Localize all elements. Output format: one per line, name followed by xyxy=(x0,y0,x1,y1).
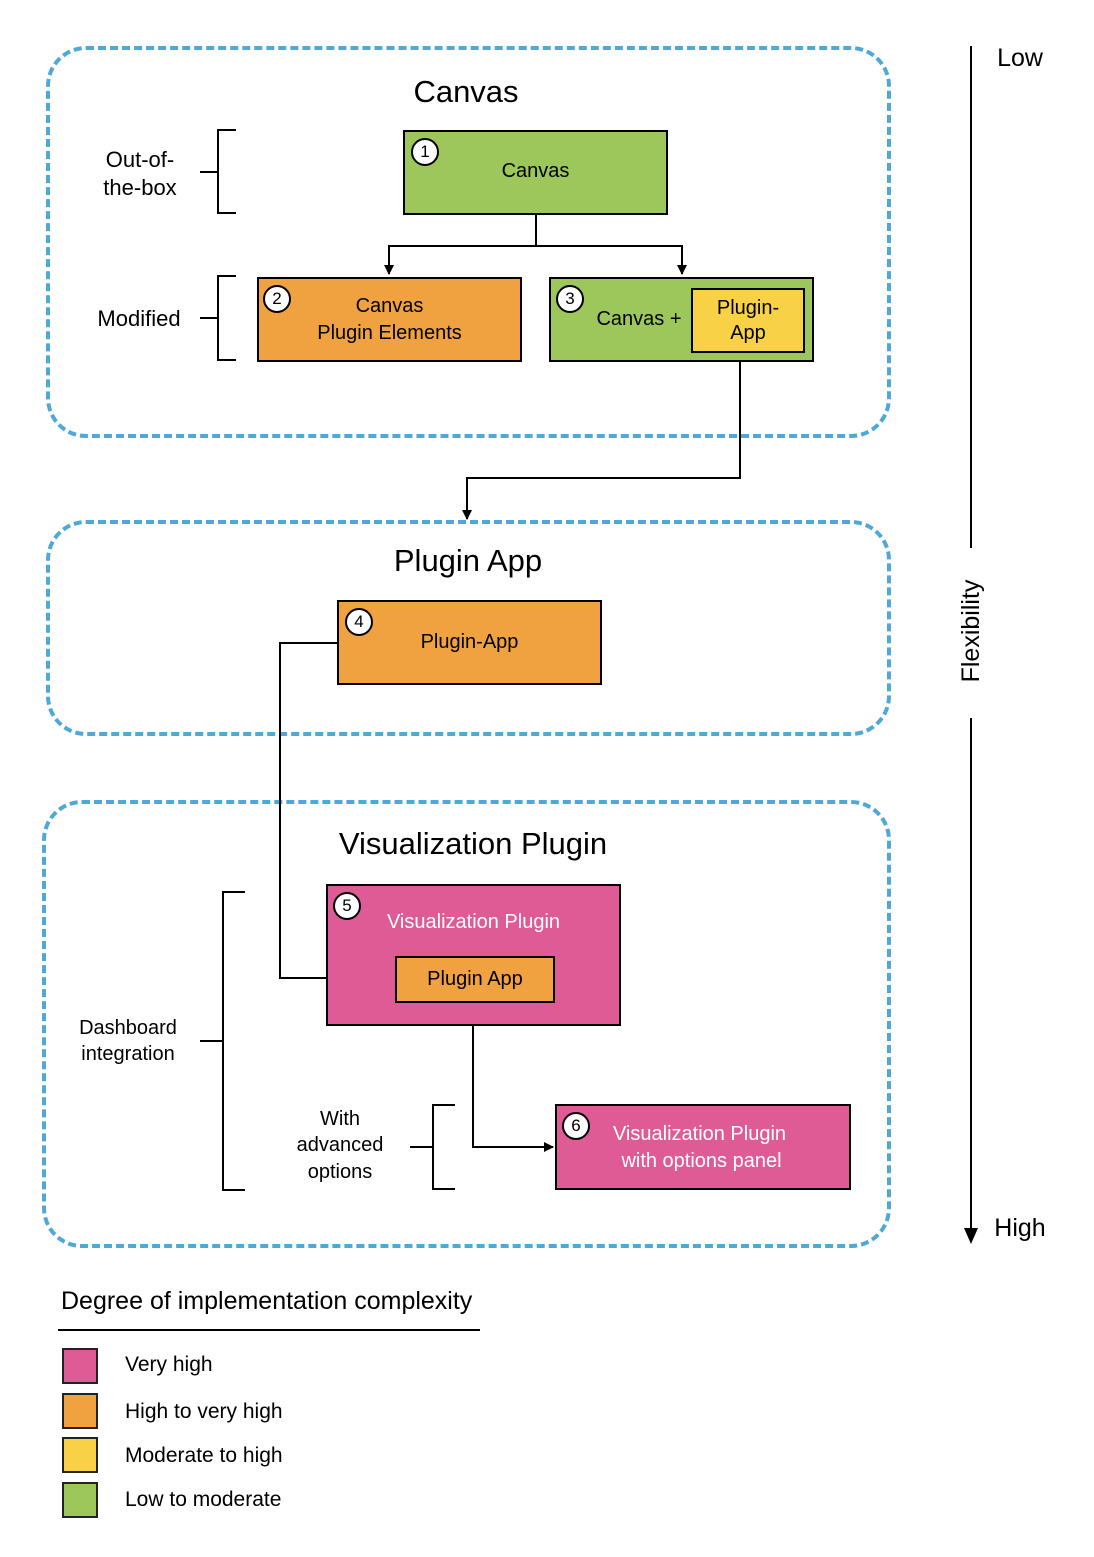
node-canvas-plugin-elements[interactable]: 2 Canvas Plugin Elements xyxy=(257,277,522,362)
legend-swatch-high-to-very-high xyxy=(62,1393,98,1429)
node-visualization-plugin-options-line1: Visualization Plugin xyxy=(612,1123,787,1145)
node-canvas-plugin-elements-line2: Plugin Elements xyxy=(317,322,462,344)
node-plugin-app[interactable]: 4 Plugin-App xyxy=(337,600,602,685)
axis-low-label: Low xyxy=(997,44,1043,72)
bracket-dashboard xyxy=(200,891,245,1191)
legend-swatch-very-high xyxy=(62,1348,98,1384)
legend-title: Degree of implementation complexity xyxy=(61,1287,473,1315)
plugin-app-group-title: Plugin App xyxy=(393,543,543,578)
dashboard-label-line2: integration xyxy=(81,1043,175,1065)
node-plugin-app-inner-line1: Plugin- xyxy=(716,297,780,319)
legend-swatch-moderate-to-high xyxy=(62,1437,98,1473)
edge-1-to-2 xyxy=(384,214,537,275)
legend-label-high-to-very-high: High to very high xyxy=(125,1400,283,1423)
axis-high-label: High xyxy=(994,1214,1046,1242)
legend-label-moderate-to-high: Moderate to high xyxy=(125,1444,283,1467)
advanced-label-line2: advanced xyxy=(296,1134,384,1156)
plugin-app-group xyxy=(46,520,891,736)
legend-label-very-high: Very high xyxy=(125,1353,213,1376)
bracket-advanced xyxy=(410,1104,455,1190)
node-visualization-plugin[interactable]: 5 Visualization Plugin Plugin App xyxy=(326,884,621,1026)
dashboard-label-line1: Dashboard xyxy=(79,1017,177,1039)
node-number-5: 5 xyxy=(333,892,361,920)
edge-5-to-6 xyxy=(472,1025,554,1152)
node-plugin-app-label: Plugin-App xyxy=(420,631,519,653)
node-number-6: 6 xyxy=(562,1112,590,1140)
node-canvas-label: Canvas xyxy=(501,160,570,182)
node-canvas-plugin-elements-line1: Canvas xyxy=(355,295,424,317)
node-visualization-plugin-options-line2: with options panel xyxy=(621,1150,782,1172)
node-visualization-plugin-inner-app[interactable]: Plugin App xyxy=(395,956,555,1003)
viz-plugin-group xyxy=(42,800,891,1248)
edge-1-to-3 xyxy=(536,245,687,275)
modified-label: Modified xyxy=(97,306,181,331)
node-number-4: 4 xyxy=(345,608,373,636)
node-plugin-app-inner-line2: App xyxy=(730,322,766,344)
canvas-group-title: Canvas xyxy=(413,74,519,109)
legend-swatch-low-to-moderate xyxy=(62,1482,98,1518)
node-number-3: 3 xyxy=(556,285,584,313)
node-canvas-plus-label: Canvas + xyxy=(596,308,682,330)
flexibility-arrowhead xyxy=(964,1228,978,1244)
node-canvas-plus-plugin-app[interactable]: 3 Canvas + Plugin- App xyxy=(549,277,814,362)
node-canvas[interactable]: 1 Canvas xyxy=(403,130,668,215)
advanced-label-line1: With xyxy=(320,1108,360,1130)
axis-flexibility-label: Flexibility xyxy=(957,579,985,683)
node-visualization-plugin-options[interactable]: 6 Visualization Plugin with options pane… xyxy=(555,1104,851,1190)
node-plugin-app-inner[interactable]: Plugin- App xyxy=(691,288,805,353)
edge-3-to-plugin-app-group xyxy=(462,351,741,520)
bracket-out-of-box xyxy=(200,129,236,214)
advanced-label-line3: options xyxy=(307,1161,373,1183)
node-number-2: 2 xyxy=(263,285,291,313)
canvas-group xyxy=(46,46,891,438)
legend-label-low-to-moderate: Low to moderate xyxy=(125,1488,282,1511)
node-number-1: 1 xyxy=(411,138,439,166)
bracket-modified xyxy=(200,275,236,361)
out-of-box-label-line1: Out-of- xyxy=(105,147,175,172)
node-visualization-plugin-label: Visualization Plugin xyxy=(386,911,561,933)
out-of-box-label-line2: the-box xyxy=(103,175,177,200)
viz-plugin-group-title: Visualization Plugin xyxy=(338,826,608,861)
node-visualization-plugin-inner-app-label: Plugin App xyxy=(427,968,523,990)
